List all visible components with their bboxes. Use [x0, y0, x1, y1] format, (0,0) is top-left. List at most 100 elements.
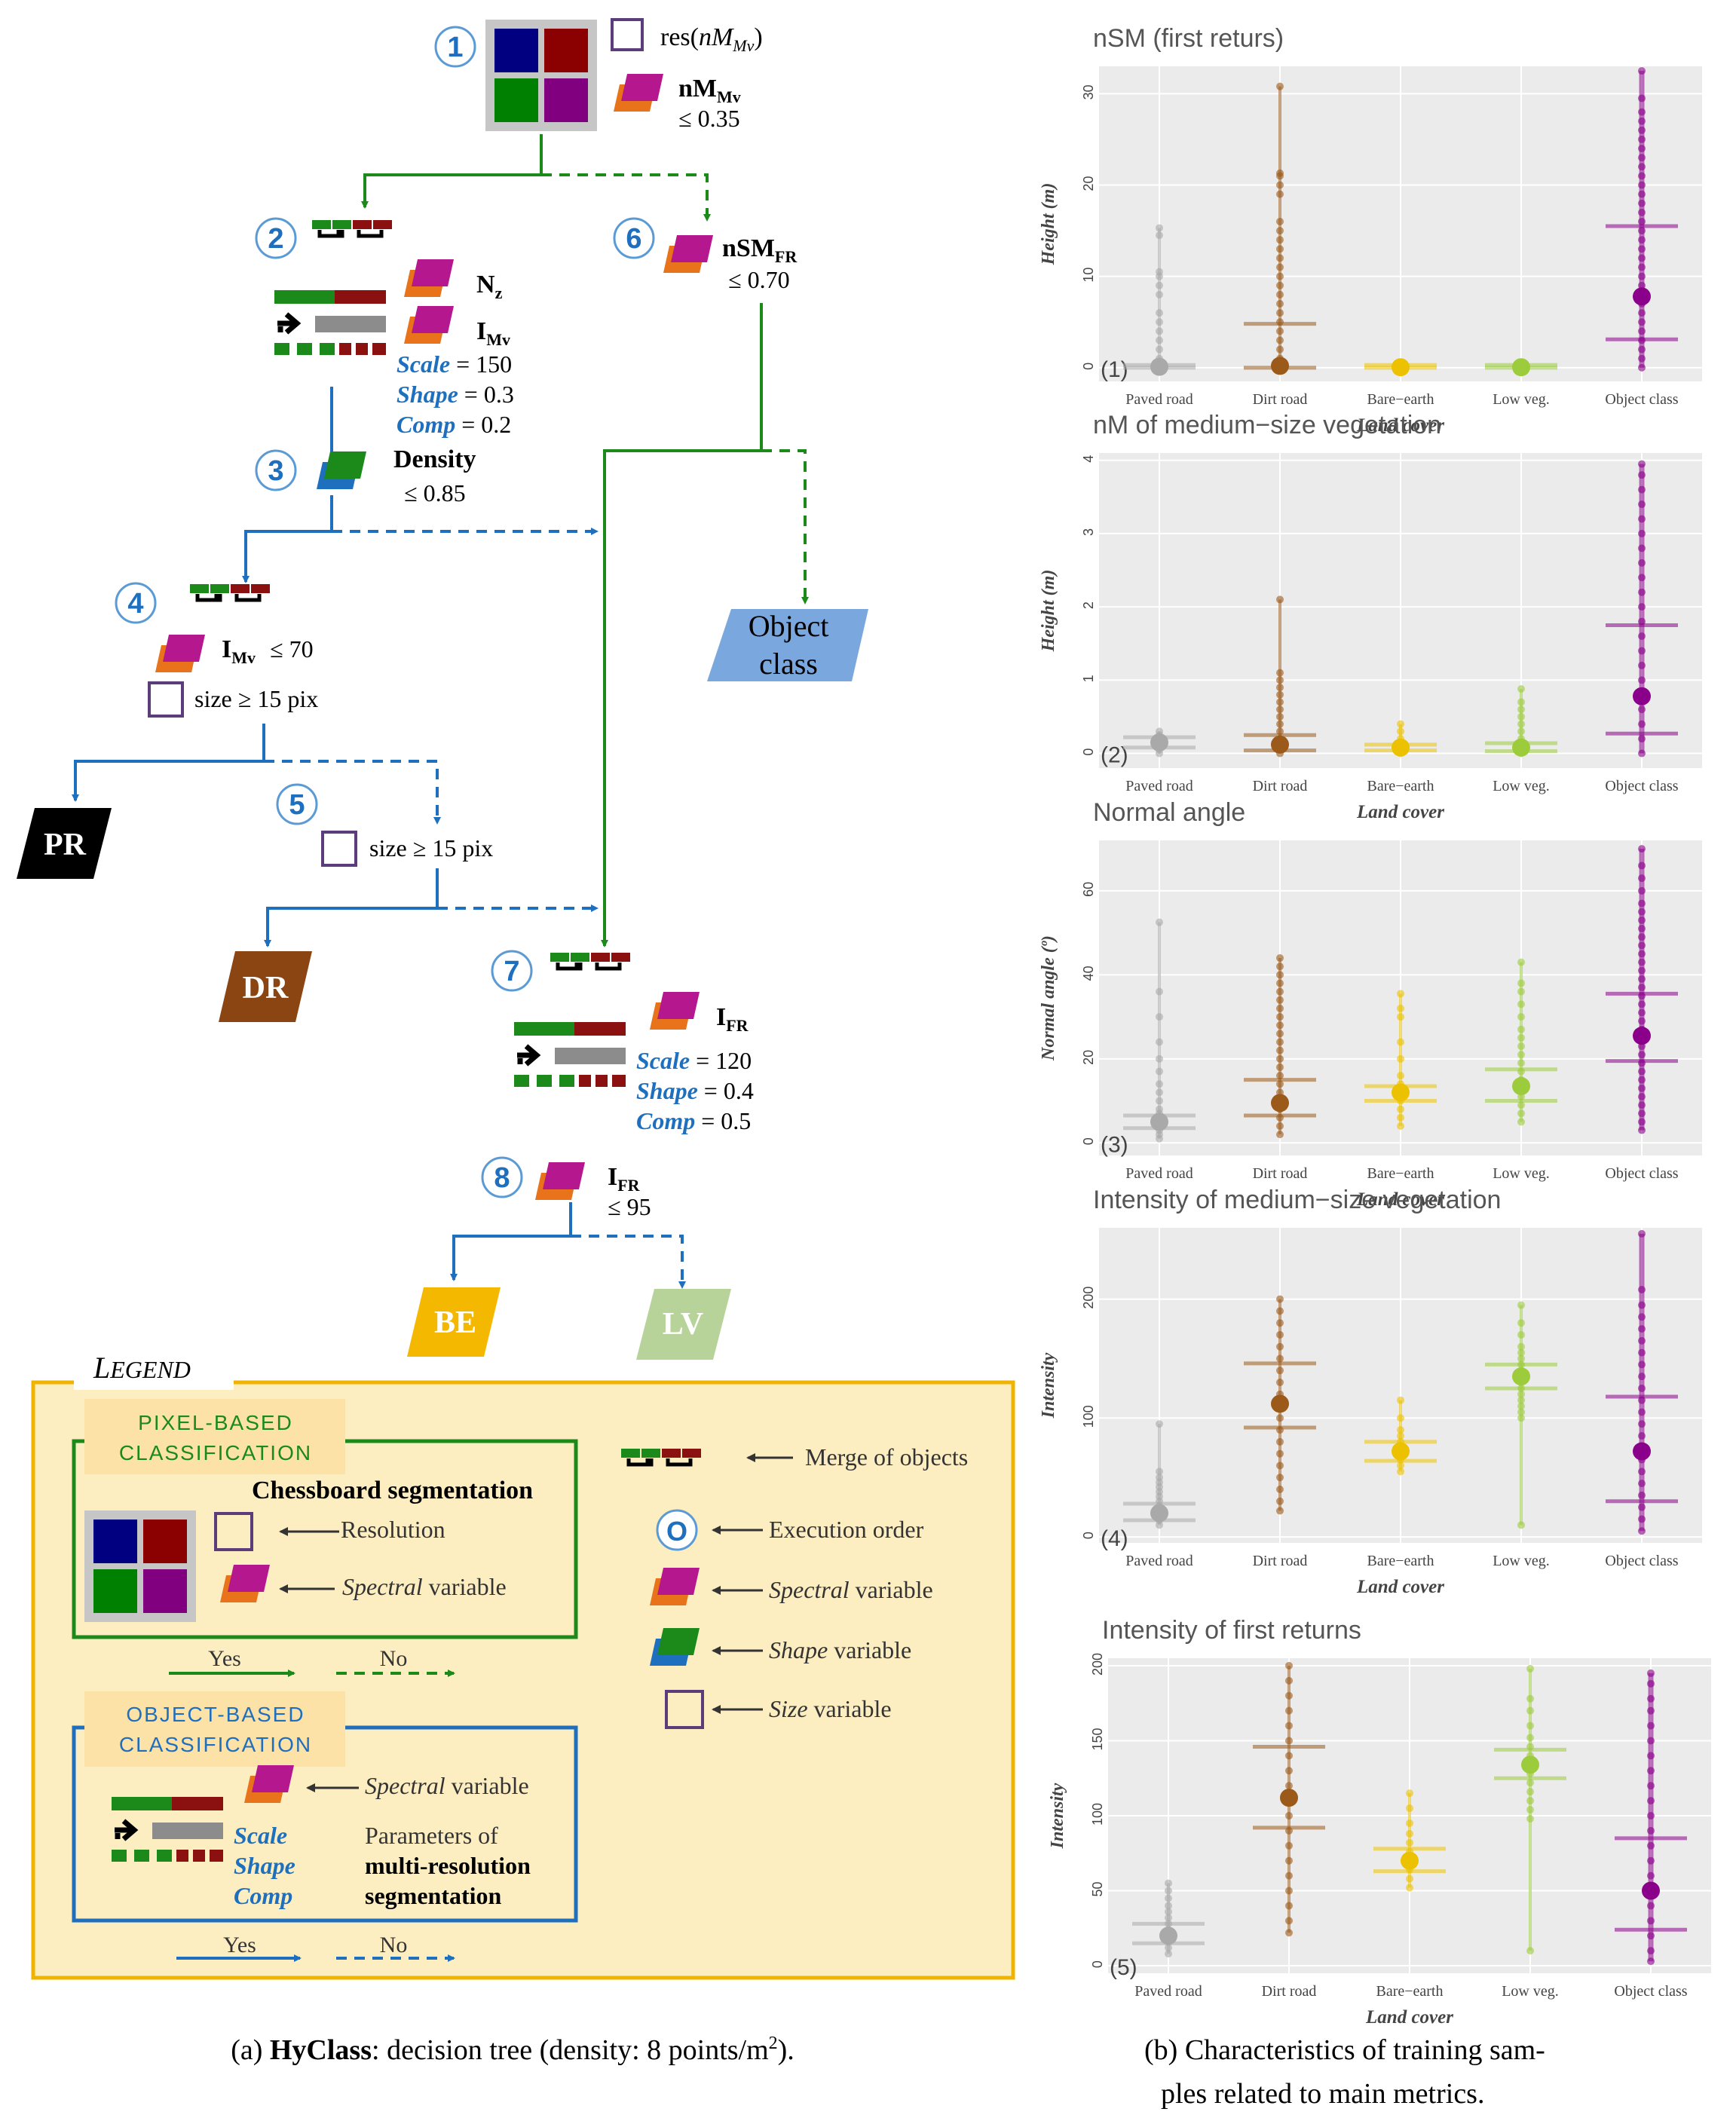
data-point: [1638, 500, 1646, 509]
mean-point: [1633, 687, 1651, 705]
data-point: [1647, 1947, 1655, 1955]
x-tick-label: Object class: [1605, 1165, 1678, 1182]
data-point: [1517, 979, 1525, 987]
data-point: [1285, 1929, 1293, 1937]
data-point: [1276, 336, 1284, 344]
data-point: [1156, 224, 1163, 232]
data-point: [1276, 1063, 1284, 1071]
data-point: [1638, 1408, 1646, 1416]
x-tick-label: Low veg.: [1493, 1165, 1550, 1182]
data-point: [1638, 236, 1646, 244]
data-point: [1517, 1408, 1525, 1416]
node-4-variable: IMv: [222, 635, 256, 667]
data-point: [1638, 1491, 1646, 1499]
y-tick-label: 0: [1081, 363, 1096, 370]
node-5-size: size ≥ 15 pix: [369, 834, 493, 862]
data-point: [1517, 1348, 1525, 1357]
data-point: [1156, 1468, 1163, 1476]
chart-2: nM of medium−size vegetation01234(2)Heig…: [1039, 411, 1702, 822]
svg-text:2: 2: [268, 223, 283, 255]
y-tick-label: 20: [1081, 1050, 1096, 1065]
data-point: [1165, 1914, 1172, 1922]
data-point: [1517, 727, 1525, 736]
resolution-label: Resolution: [341, 1516, 445, 1543]
node-2-scale: Scale = 150: [396, 350, 512, 378]
size-variable-icon: [665, 1690, 704, 1729]
data-point: [1638, 845, 1646, 853]
x-tick-label: Paved road: [1134, 1983, 1202, 2000]
node-1-threshold: ≤ 0.35: [678, 105, 740, 132]
y-tick-label: 0: [1081, 748, 1096, 756]
data-point: [1276, 217, 1284, 225]
y-tick-label: 100: [1081, 1405, 1096, 1428]
spectral-variable-icon: [155, 635, 205, 672]
data-point: [1276, 1038, 1284, 1046]
data-point: [1517, 1109, 1525, 1118]
node-8-variable: IFR: [608, 1163, 641, 1195]
data-point: [1638, 1420, 1646, 1428]
data-point: [1276, 1330, 1284, 1339]
data-point: [1156, 1080, 1163, 1088]
mean-point: [1392, 738, 1410, 757]
data-point: [1638, 1092, 1646, 1100]
node-4-threshold: ≤ 70: [270, 635, 314, 663]
data-point: [1156, 1105, 1163, 1113]
node-7-comp: Comp = 0.5: [636, 1107, 751, 1134]
data-point: [1638, 1118, 1646, 1126]
mean-point: [1271, 735, 1289, 754]
y-tick-label: 2: [1081, 601, 1096, 609]
data-point: [1638, 1126, 1646, 1134]
data-point: [1638, 1109, 1646, 1118]
x-tick-label: Paved road: [1125, 1553, 1193, 1569]
spectral-label: Spectral variable: [342, 1573, 507, 1600]
data-point: [1638, 245, 1646, 253]
step-number-1: 1: [434, 26, 476, 68]
data-point: [1638, 1051, 1646, 1059]
data-point: [1517, 1101, 1525, 1109]
data-point: [1285, 1752, 1293, 1760]
mean-point: [1280, 1789, 1298, 1807]
data-point: [1276, 954, 1284, 963]
data-point: [1165, 1887, 1172, 1895]
mean-point: [1512, 738, 1530, 757]
data-point: [1638, 647, 1646, 655]
data-point: [1638, 281, 1646, 289]
data-point: [1638, 1286, 1646, 1294]
data-point: [1397, 1004, 1404, 1012]
object-spectral-label: Spectral variable: [365, 1772, 529, 1799]
data-point: [1638, 354, 1646, 363]
data-point: [1276, 82, 1284, 90]
data-point: [1638, 975, 1646, 983]
data-point: [1638, 1017, 1646, 1025]
data-point: [1638, 1301, 1646, 1309]
y-tick-label: 3: [1081, 528, 1096, 536]
data-point: [1276, 236, 1284, 244]
data-point: [1517, 1414, 1525, 1422]
data-point: [1638, 1432, 1646, 1440]
shape-variable-label: Shape variable: [769, 1636, 911, 1663]
mean-point: [1633, 1442, 1651, 1461]
pixel-based-subtitle: classification: [119, 1441, 312, 1464]
data-point: [1406, 1829, 1413, 1838]
svg-text:DR: DR: [243, 971, 289, 1005]
chart-title: Normal angle: [1093, 798, 1245, 827]
data-point: [1517, 698, 1525, 706]
data-point: [1526, 1694, 1534, 1703]
data-point: [1638, 886, 1646, 895]
mean-point: [1633, 287, 1651, 306]
x-axis-label: Land cover: [1356, 1577, 1444, 1597]
segmentation-icon: [514, 1022, 626, 1087]
node-6-threshold: ≤ 0.70: [728, 266, 790, 293]
data-point: [1638, 1468, 1646, 1476]
data-point: [1397, 1468, 1404, 1476]
legend-comp: Comp: [234, 1882, 292, 1909]
chart-title: nSM (first returs): [1093, 24, 1284, 53]
data-point: [1397, 1038, 1404, 1046]
data-point: [1638, 272, 1646, 280]
data-point: [1397, 1105, 1404, 1113]
data-point: [1647, 1706, 1655, 1715]
data-point: [1647, 1917, 1655, 1925]
data-point: [1517, 1059, 1525, 1067]
data-point: [1276, 300, 1284, 308]
